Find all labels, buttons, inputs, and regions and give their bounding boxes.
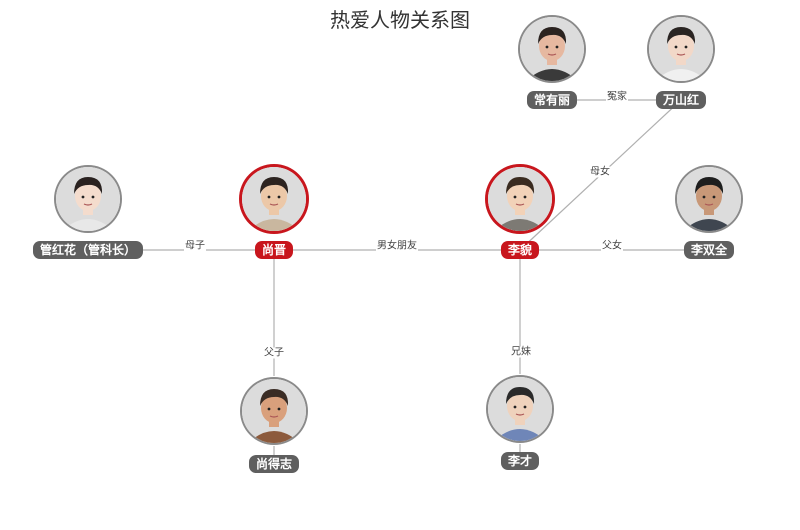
avatar-hair [74, 177, 103, 194]
avatar-eye [684, 45, 688, 49]
avatar-eye [712, 195, 716, 199]
avatar-mouth [269, 203, 279, 206]
avatar-hair [667, 27, 696, 44]
relation-label-father-daughter: 父女 [601, 240, 623, 252]
relation-label-couple: 男女朋友 [376, 240, 418, 252]
avatar-eye [674, 45, 678, 49]
avatar-shangdezhi [242, 379, 306, 443]
avatar-face [75, 181, 101, 211]
avatar-shoulders [683, 219, 735, 231]
label-wanshanhong: 万山红 [655, 91, 707, 109]
node-changyouli[interactable]: 常有丽 [497, 17, 607, 127]
avatar-shoulders [526, 69, 578, 81]
avatar-hair [260, 389, 289, 406]
avatar-eye [513, 405, 517, 409]
avatar-face [696, 181, 722, 211]
relation-label-siblings: 兄妹 [510, 346, 532, 358]
avatar-eye [523, 195, 527, 199]
avatar-eye [523, 405, 527, 409]
avatar-eye [555, 45, 559, 49]
avatar-shoulders [248, 219, 300, 231]
avatar-hair [538, 27, 567, 44]
avatar-shoulders [248, 431, 300, 443]
node-shangdezhi[interactable]: 尚得志 [219, 379, 329, 489]
node-limao[interactable]: 李貌 [465, 167, 575, 277]
node-guanhonghua[interactable]: 管红花（管科长） [32, 167, 144, 277]
avatar-face [539, 31, 565, 61]
node-licai[interactable]: 李才 [465, 377, 575, 487]
avatar-hair [506, 387, 535, 404]
avatar-lishuangquan [677, 167, 741, 231]
avatar-eye [277, 195, 281, 199]
label-lishuangquan: 李双全 [683, 241, 735, 259]
label-limao: 李貌 [500, 241, 540, 259]
avatar-wanshanhong [649, 17, 713, 81]
avatar-face [507, 181, 533, 211]
label-shangjin: 尚晋 [254, 241, 294, 259]
relation-label-mother-daughter: 母女 [589, 166, 611, 178]
avatar-hair [695, 177, 724, 194]
avatar-shoulders [655, 69, 707, 81]
label-changyouli: 常有丽 [526, 91, 578, 109]
avatar-guanhonghua [56, 167, 120, 231]
avatar-mouth [83, 203, 93, 206]
label-shangdezhi: 尚得志 [248, 455, 300, 473]
avatar-eye [545, 45, 549, 49]
avatar-mouth [704, 203, 714, 206]
node-lishuangquan[interactable]: 李双全 [654, 167, 764, 277]
avatar-licai [488, 377, 552, 441]
node-shangjin[interactable]: 尚晋 [219, 167, 329, 277]
avatar-shoulders [494, 219, 546, 231]
avatar-face [668, 31, 694, 61]
relation-label-mother-son: 母子 [184, 240, 206, 252]
label-licai: 李才 [500, 452, 540, 470]
avatar-face [261, 181, 287, 211]
diagram-title: 热爱人物关系图 [330, 8, 470, 32]
avatar-shangjin [242, 167, 306, 231]
avatar-eye [277, 407, 281, 411]
avatar-shoulders [62, 219, 114, 231]
avatar-mouth [269, 415, 279, 418]
avatar-eye [267, 195, 271, 199]
avatar-hair [260, 177, 289, 194]
avatar-shoulders [494, 429, 546, 441]
avatar-eye [267, 407, 271, 411]
avatar-changyouli [520, 17, 584, 81]
avatar-mouth [547, 53, 557, 56]
avatar-eye [513, 195, 517, 199]
avatar-hair [506, 177, 535, 194]
avatar-mouth [515, 413, 525, 416]
avatar-mouth [676, 53, 686, 56]
relation-label-father-son: 父子 [263, 347, 285, 359]
avatar-limao [488, 167, 552, 231]
avatar-eye [702, 195, 706, 199]
avatar-face [261, 393, 287, 423]
avatar-eye [81, 195, 85, 199]
avatar-face [507, 391, 533, 421]
relation-label-enemies: 冤家 [606, 91, 628, 103]
label-guanhonghua: 管红花（管科长） [32, 241, 144, 259]
avatar-mouth [515, 203, 525, 206]
avatar-eye [91, 195, 95, 199]
node-wanshanhong[interactable]: 万山红 [626, 17, 736, 127]
